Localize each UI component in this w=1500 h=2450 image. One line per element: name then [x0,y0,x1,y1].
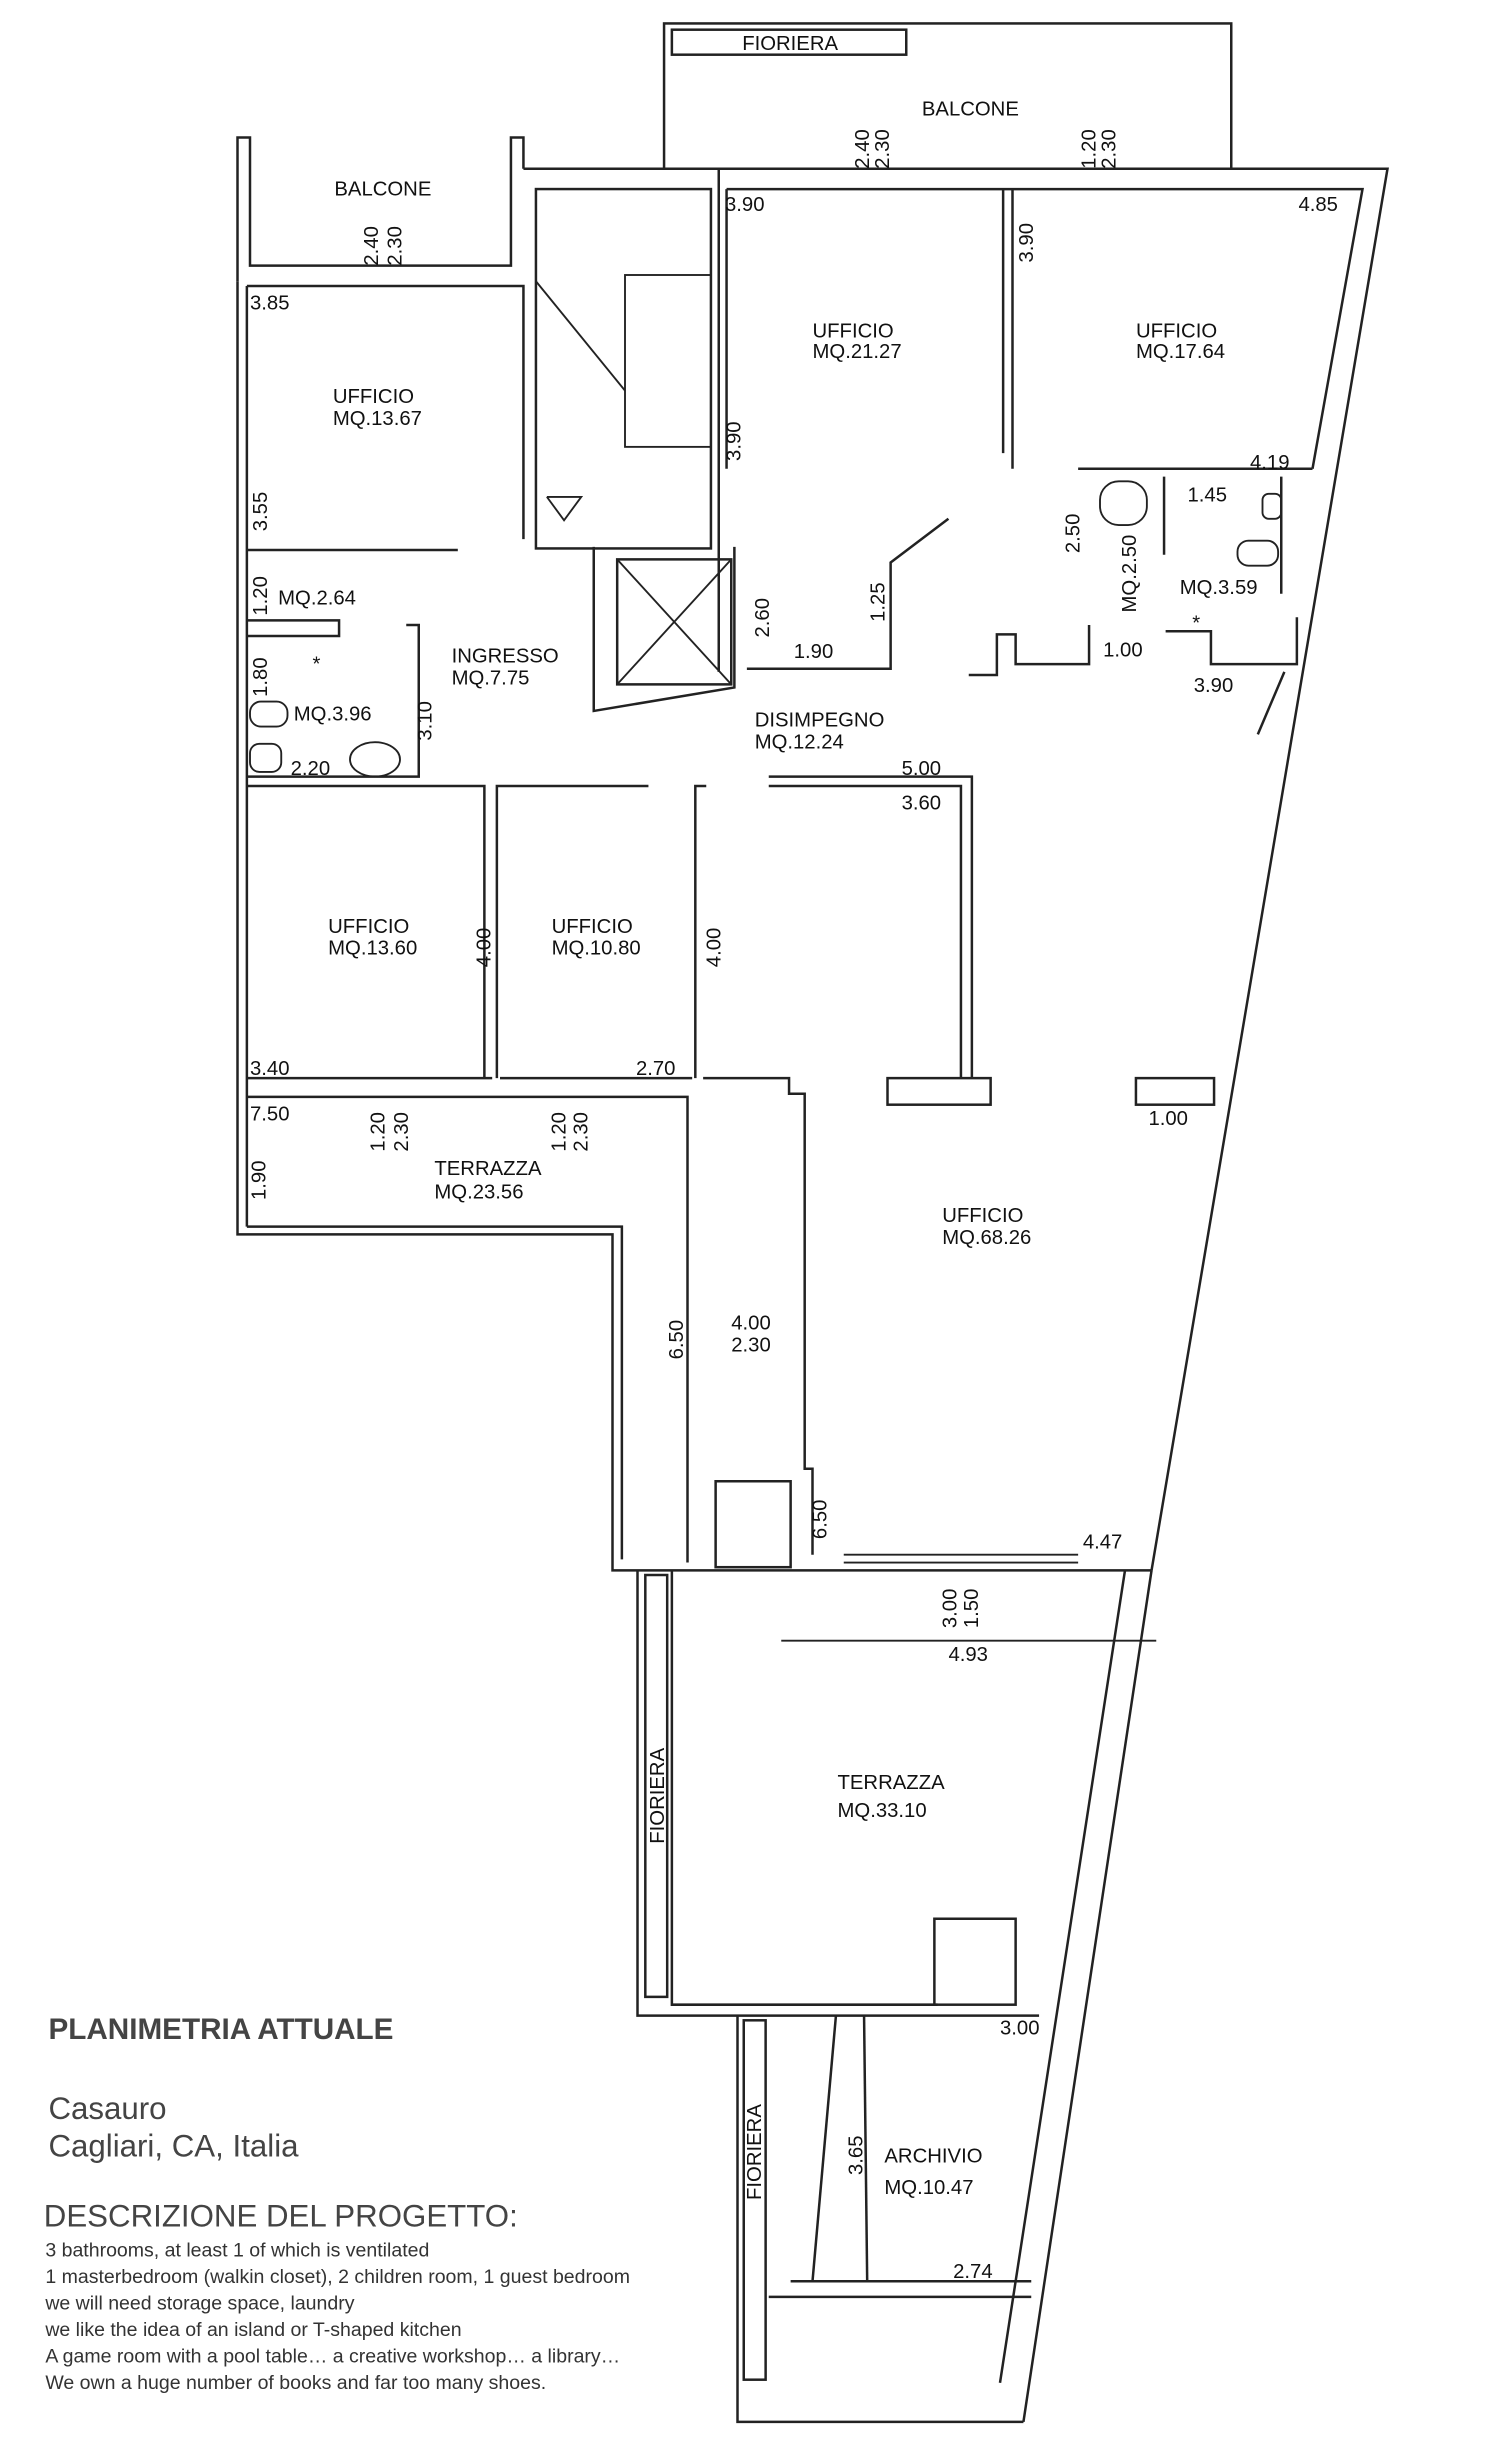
description-line: we will need storage space, laundry [44,2292,354,2314]
description-line: We own a huge number of books and far to… [45,2372,546,2394]
description-line: A game room with a pool table… a creativ… [45,2346,620,2368]
dimension: 4.93 [948,1644,988,1666]
description-line: 3 bathrooms, at least 1 of which is vent… [45,2239,429,2261]
dimension: 1.00 [1148,1108,1188,1130]
room-name: UFFICIO [813,321,894,343]
dimension: 4.00 [474,928,496,968]
fioriera-label: FIORIERA [742,33,838,55]
room-area: MQ.68.26 [942,1227,1031,1249]
dimension: 2.40 [852,129,874,169]
description-line: 1 masterbedroom (walkin closet), 2 child… [45,2266,630,2288]
dimension: 3.85 [250,292,290,314]
room-area: MQ.2.64 [278,588,356,610]
dimension: 2.30 [731,1335,771,1357]
dimension: 2.30 [1099,129,1121,169]
dimension: 1.80 [250,657,272,697]
room-area: MQ.17.64 [1136,341,1225,363]
project-info: PLANIMETRIA ATTUALE Casauro Cagliari, CA… [44,2013,630,2394]
dimension: 1.90 [794,641,834,663]
dimension: 1.20 [367,1112,389,1152]
walls [236,22,1389,2424]
dimension: 2.50 [1063,514,1085,554]
dimension: 3.00 [1000,2017,1040,2039]
room-name: UFFICIO [552,916,633,938]
dimension: 1.20 [250,576,272,616]
dimension: 3.90 [1194,675,1234,697]
location-name: Casauro [48,2091,166,2126]
room-area: MQ.21.27 [813,341,902,363]
dimension: 7.50 [250,1103,290,1125]
dimension: 2.30 [385,226,407,266]
ventilated-mark: * [1192,613,1200,635]
dimension: 1.20 [1078,129,1100,169]
dimension: 3.40 [250,1058,290,1080]
dimension: 4.00 [703,928,725,968]
room-name: UFFICIO [328,916,409,938]
dimension: 4.47 [1083,1531,1123,1553]
room-name: INGRESSO [452,646,559,668]
room-area: MQ.33.10 [838,1800,927,1822]
fioriera-label: FIORIERA [647,1747,669,1843]
dimension: 2.74 [953,2261,993,2283]
dimension: 2.20 [291,758,331,780]
dimension: 6.50 [666,1320,688,1360]
balcone-label: BALCONE [922,99,1019,121]
dimension: 4.85 [1298,194,1338,216]
ventilated-mark: * [313,653,321,675]
description-heading: DESCRIZIONE DEL PROGETTO: [44,2199,518,2234]
dimension: 4.19 [1250,452,1290,474]
room-name: UFFICIO [942,1205,1023,1227]
room-area: MQ.23.56 [434,1181,523,1203]
dimension: 2.30 [391,1112,413,1152]
room-area: MQ.12.24 [755,731,844,753]
dimension: 3.90 [725,194,765,216]
dimension: 1.20 [549,1112,571,1152]
room-name: UFFICIO [1136,321,1217,343]
dimension: 6.50 [810,1500,832,1540]
room-area: MQ.3.96 [294,703,372,725]
dimension: 3.90 [1016,223,1038,263]
dimension: 2.30 [872,129,894,169]
room-area: MQ.13.67 [333,408,422,430]
plan-title: PLANIMETRIA ATTUALE [48,2013,393,2046]
dimension: 5.00 [902,758,942,780]
dimension: 3.55 [250,492,272,532]
room-labels: FIORIERA BALCONE BALCONE UFFICIO MQ.21.2… [278,33,1257,2200]
dimension: 1.25 [867,582,889,622]
room-name: ARCHIVIO [884,2146,982,2168]
room-area: MQ.2.50 [1119,535,1141,613]
dimension: 3.60 [902,792,942,814]
location-address: Cagliari, CA, Italia [48,2128,299,2163]
dimension: 3.90 [724,421,746,461]
dimension: 3.65 [846,2135,868,2175]
room-area: MQ.3.59 [1180,577,1258,599]
balcone-label: BALCONE [334,178,431,200]
dimension: 4.00 [731,1313,771,1335]
room-area: MQ.10.80 [552,938,641,960]
dimension: 1.50 [961,1589,983,1629]
room-area: MQ.13.60 [328,938,417,960]
dimension: 2.70 [636,1058,676,1080]
description-line: we like the idea of an island or T-shape… [44,2319,461,2341]
fioriera-label: FIORIERA [744,2104,766,2200]
dimension: 1.45 [1188,485,1228,507]
room-name: DISIMPEGNO [755,710,885,732]
dimension: 2.60 [752,598,774,638]
room-name: TERRAZZA [838,1772,946,1794]
dimension: 1.90 [249,1160,271,1200]
room-area: MQ.10.47 [884,2177,973,2199]
dimension-labels: 2.40 2.30 1.20 2.30 2.40 2.30 3.90 3.90 … [249,129,1338,2283]
dimension: 2.40 [361,226,383,266]
room-area: MQ.7.75 [452,667,530,689]
dimension: 1.00 [1103,639,1143,661]
dimension: 3.10 [414,701,436,741]
room-name: UFFICIO [333,386,414,408]
dimension: 3.00 [939,1589,961,1629]
dimension: 2.30 [571,1112,593,1152]
room-name: TERRAZZA [434,1158,542,1180]
